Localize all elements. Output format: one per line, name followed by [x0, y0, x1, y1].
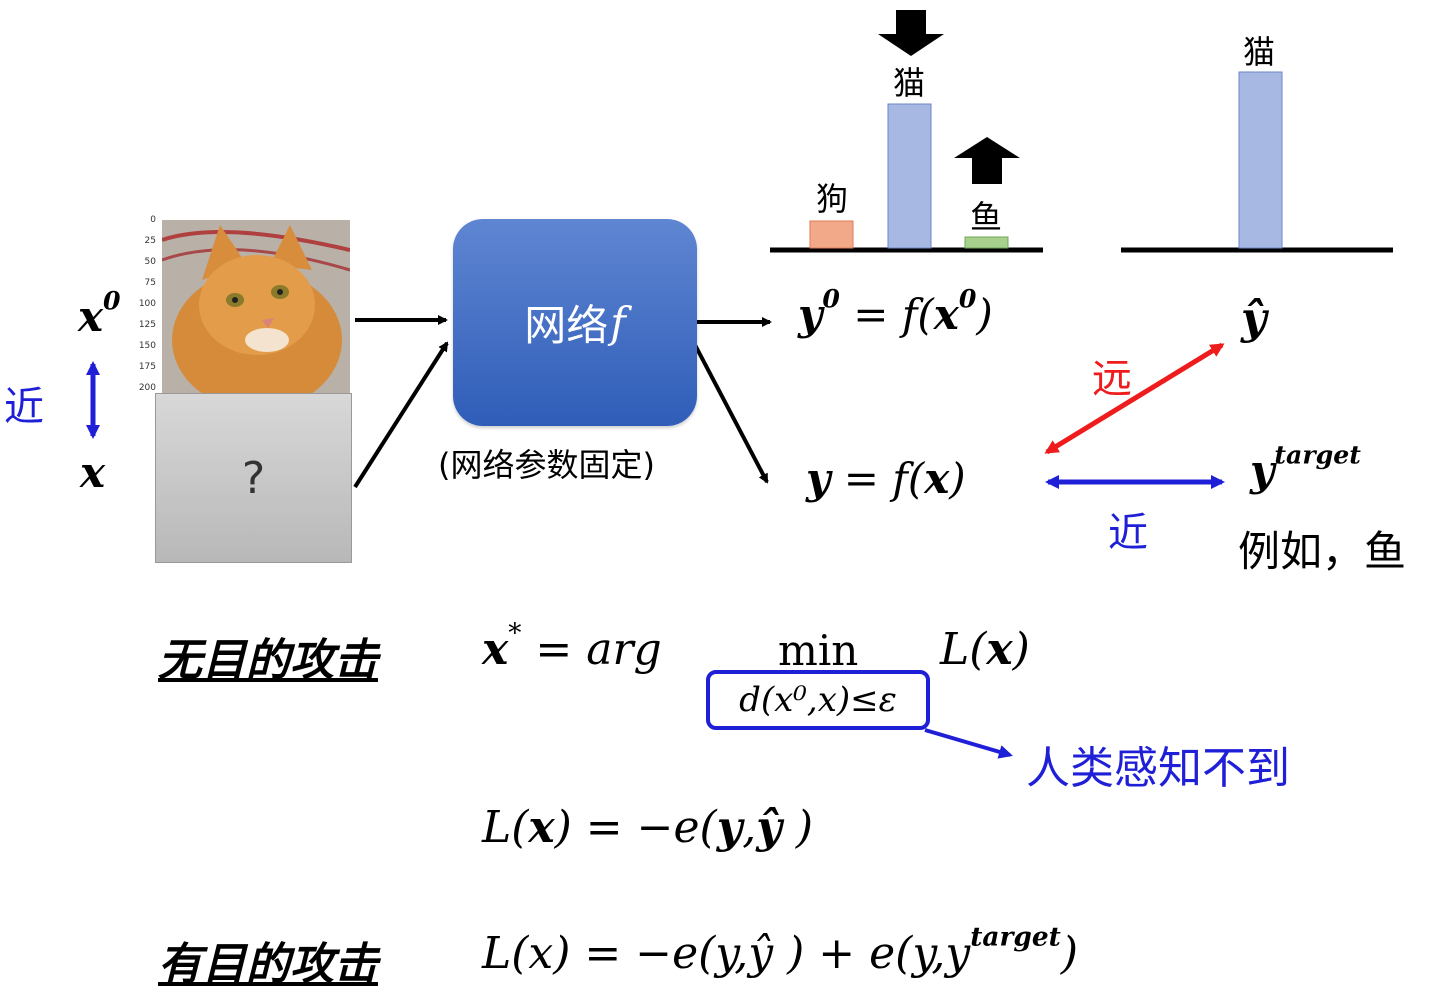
arrow-x-to-net	[353, 341, 449, 489]
network-label: 网络	[524, 301, 609, 350]
yhat-label: ŷ	[1241, 293, 1267, 344]
down-arrow-icon	[878, 10, 944, 56]
targeted-close: )	[1060, 928, 1079, 979]
untargeted-loss: L(x)	[940, 624, 1030, 675]
label-dog: 狗	[816, 180, 849, 218]
y-eq: = f(	[830, 454, 925, 503]
label-fish: 鱼	[970, 198, 1003, 236]
ld-close: )	[781, 802, 814, 853]
up-arrow-icon	[954, 137, 1020, 184]
x-label: x	[80, 448, 106, 497]
label-cat-target: 猫	[1243, 33, 1276, 71]
ld-comma: ,	[742, 802, 757, 853]
constraint-arrow	[924, 728, 1013, 759]
near-label-output: 近	[1108, 510, 1148, 556]
ytarget-label: ytarget	[1250, 442, 1361, 495]
y0-eq: = f(	[839, 290, 934, 339]
xstar-sup: *	[508, 617, 522, 649]
y-var: y	[806, 454, 831, 503]
image-y-tick: 125	[138, 320, 156, 330]
network-f: f	[610, 298, 626, 347]
x0-label: x0	[78, 288, 121, 341]
targeted-equation: L(x) = −e(y,ŷ ) + e(y,ytarget)	[482, 924, 1079, 979]
y0-var: y	[798, 290, 823, 339]
unknown-input-box: ?	[155, 393, 352, 563]
targeted-title: 有目的攻击	[158, 939, 378, 990]
image-y-tick: 175	[138, 362, 156, 372]
ld-mid: ) = −e(	[554, 802, 717, 853]
ld-yhat: ŷ	[756, 802, 782, 853]
y0-sup: 0	[822, 283, 840, 314]
image-y-tick: 200	[138, 383, 156, 393]
untargeted-title: 无目的攻击	[158, 635, 378, 686]
image-y-tick: 50	[144, 257, 156, 267]
y0-equation: y0 = f(x0)	[798, 286, 993, 339]
far-arrow	[1044, 342, 1225, 455]
bar-cat	[887, 103, 932, 249]
loss-definition: L(x) = −e(y,ŷ )	[482, 802, 813, 853]
example-fish: 例如，鱼	[1238, 527, 1407, 576]
image-y-tick: 75	[144, 278, 156, 288]
far-label: 远	[1092, 356, 1132, 402]
image-y-tick: 100	[138, 299, 156, 309]
y0-x: x	[933, 290, 959, 339]
y0-xsup: 0	[958, 283, 977, 314]
y0-close: )	[976, 290, 993, 339]
targeted-text: L(x) = −e(y,ŷ ) + e(y,y	[482, 928, 971, 979]
cat-image	[162, 220, 350, 393]
ld-x: x	[528, 802, 555, 853]
arrow-net-to-y	[692, 342, 769, 484]
xstar-var: x	[482, 624, 509, 675]
network-caption: (网络参数固定)	[438, 446, 655, 484]
ld-open: L(	[482, 802, 529, 853]
loss-open: L(	[940, 624, 987, 675]
bar-cat-target	[1238, 71, 1283, 249]
bar-fish	[964, 236, 1009, 249]
constraint-text: d(x⁰,x)≤ε	[739, 680, 897, 720]
y-x: x	[924, 454, 950, 503]
image-y-tick: 150	[138, 341, 156, 351]
argmin-arg: = arg	[521, 624, 662, 675]
ld-y: y	[716, 802, 743, 853]
ytarget-var: y	[1250, 446, 1275, 495]
image-y-tick: 25	[144, 236, 156, 246]
x0-sup: 0	[103, 285, 121, 316]
image-y-tick: 0	[150, 215, 156, 225]
constraint-box: d(x⁰,x)≤ε	[706, 670, 930, 730]
near-label-input: 近	[4, 384, 44, 430]
y-equation: y = f(x)	[806, 454, 966, 503]
question-mark: ?	[241, 452, 266, 504]
loss-close: )	[1012, 624, 1030, 675]
min-label: min	[778, 626, 859, 675]
untargeted-equation: x* = arg	[482, 620, 662, 675]
bar-dog	[809, 220, 854, 249]
ytarget-sup: target	[1274, 439, 1361, 470]
cat-icon	[162, 220, 350, 393]
loss-x: x	[986, 624, 1013, 675]
label-cat: 猫	[893, 64, 926, 102]
targeted-sup: target	[970, 921, 1061, 953]
imperceptible-note: 人类感知不到	[1026, 743, 1290, 794]
x0-var: x	[78, 292, 104, 341]
y-close: )	[949, 454, 966, 503]
